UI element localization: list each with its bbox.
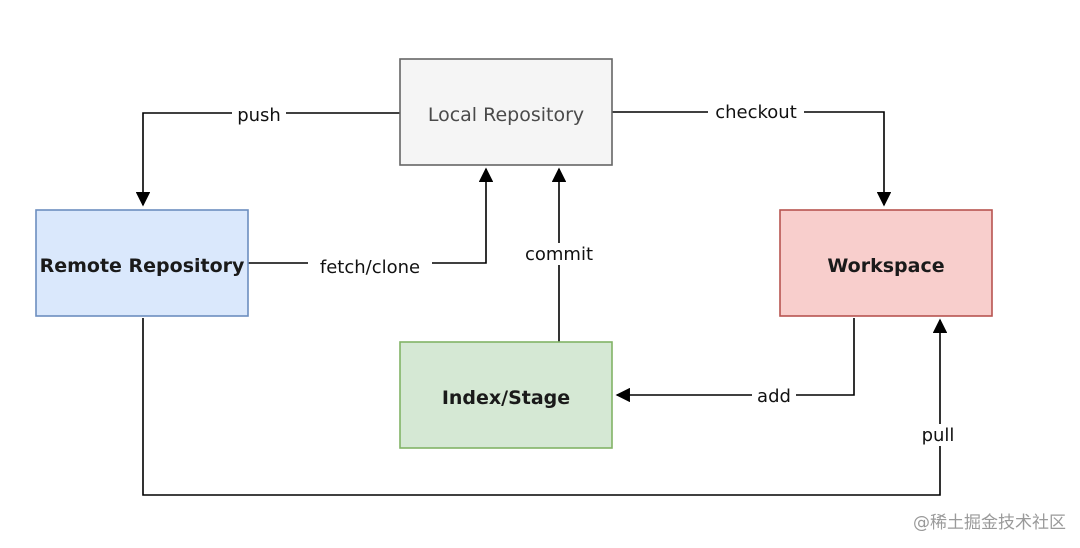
edge-add [615,318,855,403]
label-push: push [232,104,286,126]
label-fetch-clone-text: fetch/clone [320,257,420,278]
edge-push [135,112,400,207]
label-pull-text: pull [922,425,955,446]
edge-fetch-clone [248,167,494,264]
node-remote-repository: Remote Repository [35,209,249,317]
node-index-stage: Index/Stage [399,341,613,449]
node-local-box [399,58,613,166]
label-add-text: add [757,386,791,407]
edge-pull [142,318,948,496]
node-remote-label: Remote Repository [40,255,245,277]
label-pull: pull [914,424,964,446]
label-checkout: checkout [708,101,804,123]
label-add: add [752,385,796,407]
edge-checkout [612,111,892,207]
watermark-text: @稀土掘金技术社区 [913,513,1066,533]
node-local-label: Local Repository [428,104,584,126]
node-index-label: Index/Stage [442,387,570,409]
node-remote-box [35,209,249,317]
label-fetch-clone: fetch/clone [308,255,432,279]
node-workspace-label: Workspace [827,255,944,277]
node-local-repository: Local Repository [399,58,613,166]
node-workspace: Workspace [779,209,993,317]
label-push-text: push [237,105,281,126]
label-commit-text: commit [525,244,593,265]
node-workspace-box [779,209,993,317]
node-index-box [399,341,613,449]
label-checkout-text: checkout [715,102,797,123]
label-commit: commit [524,243,594,265]
